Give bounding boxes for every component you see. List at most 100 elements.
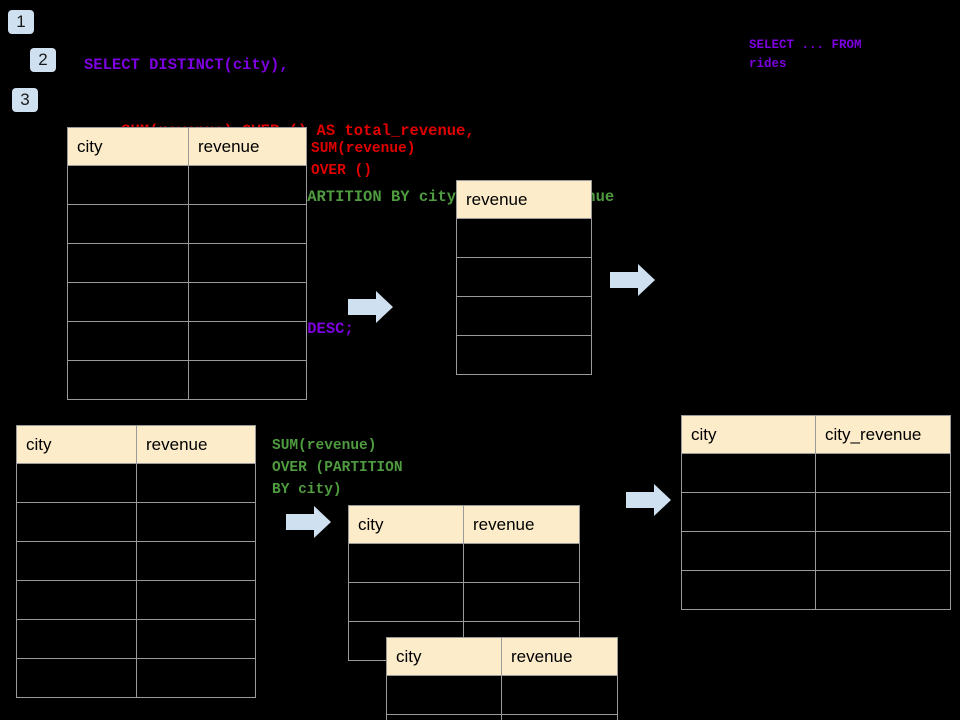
cell-revenue <box>456 218 592 258</box>
table-header-row: city revenue <box>386 637 618 676</box>
column-header-revenue: revenue <box>136 425 256 464</box>
cell-city-revenue <box>815 453 951 493</box>
table-rides-source-bottom: city revenue <box>16 425 256 698</box>
table-row <box>456 257 592 297</box>
step-badge-3: 3 <box>12 88 38 112</box>
table-row <box>681 492 951 532</box>
table-row <box>67 321 307 361</box>
table-partition-group-front: city revenue <box>386 637 618 720</box>
cell-city <box>16 541 137 581</box>
cell-revenue <box>188 321 307 361</box>
table-header-row: city city_revenue <box>681 415 951 454</box>
column-header-city: city <box>681 415 816 454</box>
select-from-rides-note: SELECT ... FROM rides <box>749 38 862 71</box>
column-header-city: city <box>67 127 189 166</box>
column-header-revenue: revenue <box>188 127 307 166</box>
cell-city <box>67 204 189 244</box>
column-header-city: city <box>386 637 502 676</box>
table-row <box>67 165 307 205</box>
table-header-row: revenue <box>456 180 592 219</box>
cell-revenue <box>136 619 256 659</box>
cell-revenue <box>136 580 256 620</box>
cell-revenue <box>188 243 307 283</box>
cell-city <box>681 492 816 532</box>
table-header-row: city revenue <box>16 425 256 464</box>
cell-city <box>16 580 137 620</box>
arrow-source-to-total <box>348 290 394 324</box>
arrow-partition-to-result <box>626 483 672 517</box>
table-row <box>681 453 951 493</box>
cell-revenue <box>463 582 580 622</box>
cell-city-revenue <box>815 570 951 610</box>
table-row <box>16 619 256 659</box>
cell-city <box>16 463 137 503</box>
cell-revenue <box>136 463 256 503</box>
cell-revenue <box>188 282 307 322</box>
table-row <box>16 502 256 542</box>
cell-city <box>16 619 137 659</box>
cell-revenue <box>463 543 580 583</box>
table-header-row: city revenue <box>348 505 580 544</box>
column-header-city: city <box>348 505 464 544</box>
cell-city <box>681 531 816 571</box>
table-row <box>348 582 580 622</box>
table-row <box>67 282 307 322</box>
column-header-revenue: revenue <box>463 505 580 544</box>
cell-revenue <box>501 675 618 715</box>
table-row <box>386 675 618 715</box>
cell-revenue <box>136 541 256 581</box>
cell-revenue <box>456 257 592 297</box>
cell-city <box>348 582 464 622</box>
sql-line-1: SELECT DISTINCT(city), <box>84 56 289 74</box>
table-header-row: city revenue <box>67 127 307 166</box>
cell-revenue <box>188 165 307 205</box>
table-partition-group-back: city revenue <box>348 505 580 661</box>
cell-city <box>348 543 464 583</box>
column-header-revenue: revenue <box>456 180 592 219</box>
cell-city <box>386 675 502 715</box>
cell-revenue <box>188 204 307 244</box>
annotation-city-revenue: SUM(revenue) OVER (PARTITION BY city) <box>272 438 403 498</box>
cell-revenue <box>501 714 618 720</box>
table-row <box>67 243 307 283</box>
cell-city <box>67 165 189 205</box>
arrow-source-to-partition <box>286 505 332 539</box>
cell-city <box>681 453 816 493</box>
table-row <box>16 541 256 581</box>
column-header-revenue: revenue <box>501 637 618 676</box>
cell-city <box>386 714 502 720</box>
cell-revenue <box>136 502 256 542</box>
cell-revenue <box>188 360 307 400</box>
column-header-city-revenue: city_revenue <box>815 415 951 454</box>
table-row <box>16 463 256 503</box>
table-row <box>67 360 307 400</box>
column-header-city: city <box>16 425 137 464</box>
table-row <box>16 658 256 698</box>
table-row <box>681 531 951 571</box>
table-row <box>386 714 618 720</box>
cell-city <box>67 321 189 361</box>
cell-revenue <box>136 658 256 698</box>
cell-city <box>681 570 816 610</box>
table-row <box>456 296 592 336</box>
step-badge-1: 1 <box>8 10 34 34</box>
table-row <box>681 570 951 610</box>
table-final-result: city city_revenue <box>681 415 951 610</box>
cell-revenue <box>456 296 592 336</box>
annotation-total-revenue: SUM(revenue) OVER () <box>311 141 416 179</box>
step-badge-2: 2 <box>30 48 56 72</box>
cell-city-revenue <box>815 531 951 571</box>
table-row <box>16 580 256 620</box>
table-rides-source-top: city revenue <box>67 127 307 400</box>
cell-city <box>67 282 189 322</box>
table-row <box>67 204 307 244</box>
cell-city <box>16 502 137 542</box>
table-row <box>348 543 580 583</box>
cell-city <box>16 658 137 698</box>
cell-city-revenue <box>815 492 951 532</box>
arrow-total-to-result <box>610 263 656 297</box>
table-total-revenue: revenue <box>456 180 592 375</box>
cell-city <box>67 243 189 283</box>
cell-city <box>67 360 189 400</box>
